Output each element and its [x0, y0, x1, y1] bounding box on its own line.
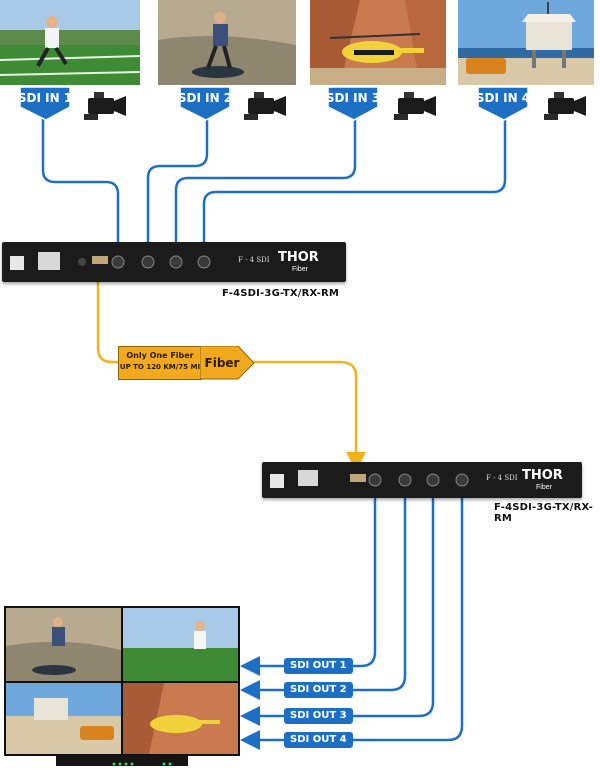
input-tag-4-label: SDI IN 4	[478, 91, 530, 105]
device-front-panel	[270, 470, 469, 488]
input-photo-1	[0, 0, 140, 85]
skimboard-beach-icon	[158, 0, 296, 85]
fiber-tag-label: Fiber	[205, 356, 240, 370]
fiber-note: Only One Fiber UP TO 120 KM/75 MI	[118, 346, 202, 380]
camera-icon	[540, 88, 592, 129]
fiber-tag: Fiber	[199, 345, 256, 385]
output-cable-3	[240, 488, 435, 726]
output-tag-3: SDI OUT 3	[284, 708, 353, 724]
fiber-note-line2: UP TO 120 KM/75 MI	[119, 363, 201, 371]
input-cable-1	[41, 118, 128, 264]
runner-field-icon	[0, 0, 140, 85]
input-cable-3	[166, 118, 357, 264]
input-photo-2	[158, 0, 296, 85]
transmitter-model-label: F-4SDI-3G-TX/RX-RM	[222, 288, 340, 299]
device-front-panel	[10, 252, 211, 270]
camera-icon	[80, 88, 132, 129]
input-tag-2-label: SDI IN 2	[180, 91, 232, 105]
input-photo-3	[310, 0, 446, 85]
input-tag-4: SDI IN 4	[476, 86, 532, 126]
receiver-device: F - 4 SDI THOR Fiber	[262, 462, 582, 498]
monitor-stand	[56, 756, 188, 766]
transmitter-device: F - 4 SDI THOR Fiber	[2, 242, 346, 282]
input-tag-2: SDI IN 2	[178, 86, 234, 126]
output-cable-4	[240, 488, 464, 750]
quad-view-screen	[6, 608, 238, 754]
output-tag-1: SDI OUT 1	[284, 658, 353, 674]
input-photo-4	[458, 0, 594, 85]
device-panel-label: F - 4 SDI	[486, 474, 518, 482]
input-cable-2	[138, 118, 209, 264]
output-tag-4: SDI OUT 4	[284, 732, 353, 748]
input-cable-4	[194, 118, 507, 264]
lifeguard-tower-icon	[458, 0, 594, 85]
output-cable-2	[240, 488, 407, 700]
device-panel-label: F - 4 SDI	[238, 256, 270, 264]
brand-logo-sub: Fiber	[292, 266, 308, 273]
fiber-note-line1: Only One Fiber	[126, 351, 194, 360]
input-tag-1-label: SDI IN 1	[20, 91, 72, 105]
input-tag-3: SDI IN 3	[326, 86, 382, 126]
receiver-model-label: F-4SDI-3G-TX/RX-RM	[494, 502, 593, 524]
input-tag-3-label: SDI IN 3	[328, 91, 380, 105]
output-tag-2: SDI OUT 2	[284, 682, 353, 698]
helicopter-cliff-icon	[310, 0, 446, 85]
brand-logo: THOR	[522, 468, 563, 483]
quad-view-monitor	[4, 606, 240, 756]
input-tag-1: SDI IN 1	[18, 86, 74, 126]
camera-icon	[390, 88, 442, 129]
brand-logo: THOR	[278, 250, 319, 265]
brand-logo-sub: Fiber	[536, 484, 552, 491]
camera-icon	[240, 88, 292, 129]
output-cable-1	[240, 488, 377, 676]
